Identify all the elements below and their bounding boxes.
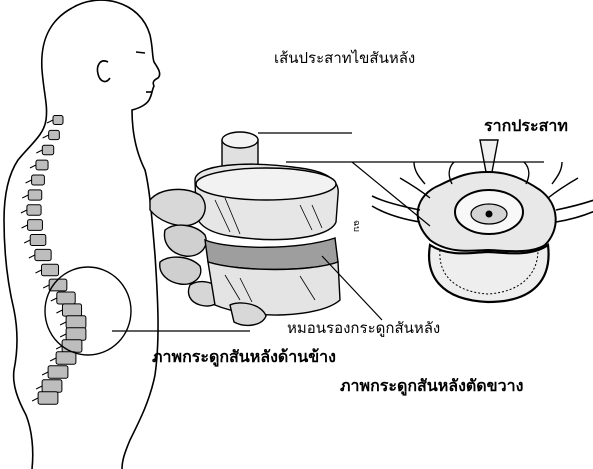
spinous-process: [32, 398, 38, 401]
vertebra: [62, 304, 81, 316]
vertebra: [42, 264, 59, 276]
spinous-process: [29, 255, 35, 258]
spinous-process: [42, 372, 48, 375]
vertebra: [36, 160, 48, 170]
label-spinal-cord: เส้นประสาทไขสันหลัง: [274, 46, 415, 70]
spinous-process: [24, 240, 30, 243]
vertebra: [57, 292, 75, 304]
spinous-process: [22, 225, 28, 228]
spine-side-view: [21, 116, 86, 405]
spinous-process: [21, 210, 27, 213]
eye: [136, 52, 145, 53]
vertebra: [30, 235, 46, 246]
vertebra: [49, 279, 67, 291]
lumbar-highlight-circle: [45, 267, 131, 355]
vertebra: [66, 316, 86, 329]
vertebra: [27, 205, 41, 216]
vertebra: [42, 145, 53, 155]
spinous-process: [36, 270, 42, 273]
vertebra: [28, 220, 43, 231]
spinous-process: [30, 165, 36, 168]
leader-nerve-root-diagonal: [352, 162, 430, 226]
spinous-process: [60, 334, 66, 337]
label-cross-section: ภาพกระดูกสันหลังตัดขวาง: [340, 374, 523, 399]
spinous-process: [56, 310, 62, 313]
vertebra: [32, 175, 45, 185]
spinous-process: [22, 195, 28, 198]
vertebra: [35, 249, 51, 260]
ear: [97, 61, 110, 82]
spinous-process: [36, 386, 42, 389]
spinous-process: [51, 298, 57, 301]
spinous-process: [26, 180, 32, 183]
spinous-process: [43, 285, 49, 288]
spinous-process: [56, 346, 62, 349]
vertebra: [66, 328, 86, 341]
human-body-outline: [4, 0, 160, 469]
spinous-process: [47, 120, 53, 123]
spinous-process: [50, 358, 56, 361]
spinous-process: [36, 150, 42, 153]
vertebra-cross-section: [372, 140, 593, 302]
vertebra: [62, 340, 82, 353]
vertebra: [42, 380, 62, 393]
vertebra: [48, 366, 68, 379]
spinous-process: [43, 135, 49, 138]
vertebra: [56, 352, 76, 365]
vertebra: [28, 190, 42, 200]
label-nerve-root: รากประสาท: [484, 114, 568, 139]
svg-text:ฉบ: ฉบ: [351, 220, 361, 232]
label-disc: หมอนรองกระดูกสันหลัง: [287, 316, 440, 340]
vertebra-3d-illustration: [150, 132, 340, 325]
spinous-process: [60, 322, 66, 325]
vertebra: [49, 130, 60, 139]
body-front-profile: [72, 0, 160, 469]
vertebra: [53, 116, 63, 125]
vertebra: [38, 392, 58, 405]
label-side-view: ภาพกระดูกสันหลังด้านข้าง: [152, 345, 336, 370]
